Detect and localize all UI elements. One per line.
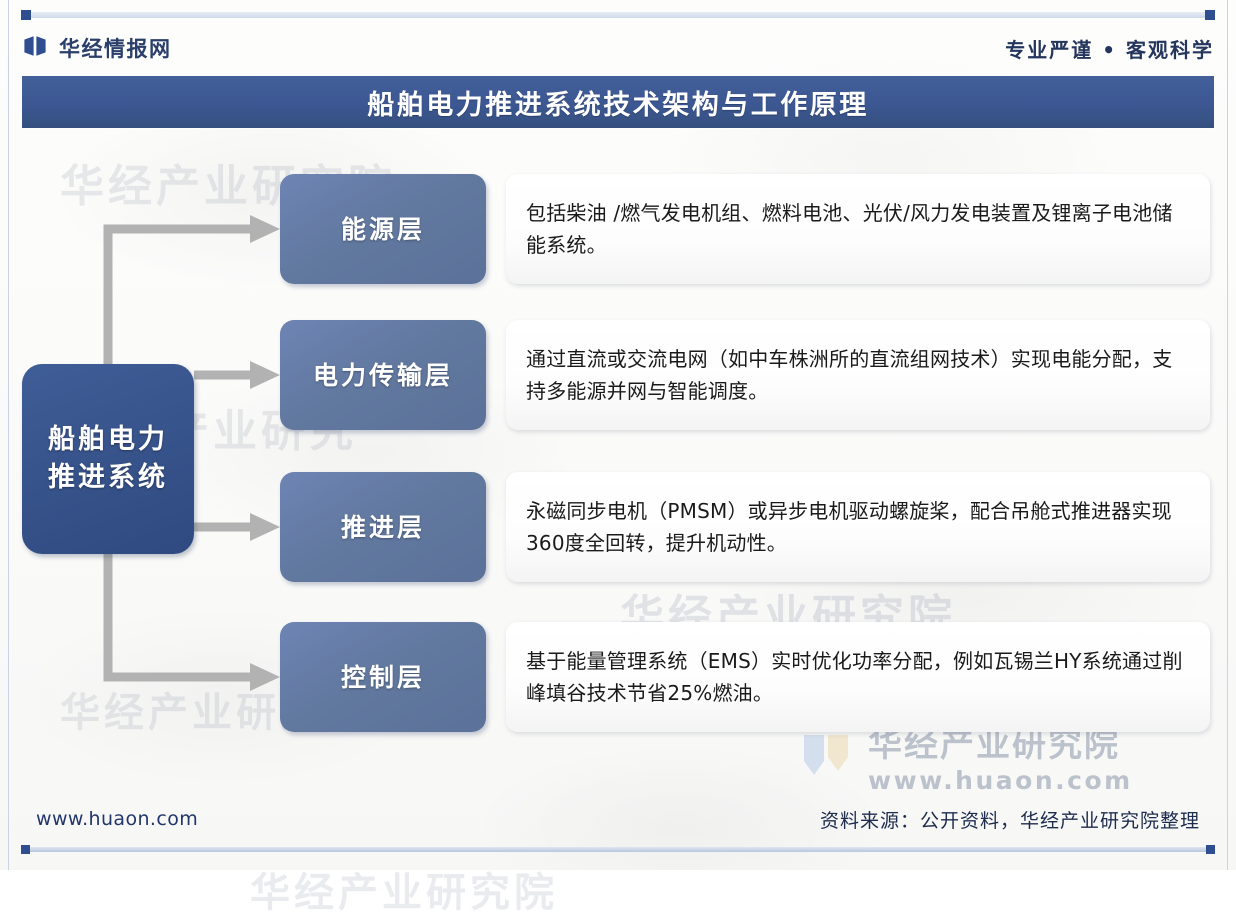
description-box-transmission: 通过直流或交流电网（如中车株洲所的直流组网技术）实现电能分配，支持多能源并网与智…: [506, 320, 1210, 430]
page-header: 华经情报网 专业严谨 • 客观科学: [22, 26, 1214, 70]
description-box-energy: 包括柴油 /燃气发电机组、燃料电池、光伏/风力发电装置及锂离子电池储能系统。: [506, 174, 1210, 284]
title-band: 船舶电力推进系统技术架构与工作原理: [22, 76, 1214, 128]
watermark-text: 华经产业研究院: [250, 870, 558, 916]
category-box-transmission[interactable]: 电力传输层: [280, 320, 486, 430]
category-box-energy[interactable]: 能源层: [280, 174, 486, 284]
description-box-control: 基于能量管理系统（EMS）实时优化功率分配，例如瓦锡兰HY系统通过削峰填谷技术节…: [506, 622, 1210, 732]
top-rule: [21, 10, 1215, 20]
right-border-rule: [1227, 0, 1228, 870]
page-footer: www.huaon.com 资料来源：公开资料，华经产业研究院整理: [36, 804, 1200, 834]
open-book-icon: [22, 34, 48, 63]
root-node[interactable]: 船舶电力推进系统: [22, 364, 194, 554]
root-node-label: 船舶电力推进系统: [48, 423, 168, 493]
description-text: 包括柴油 /燃气发电机组、燃料电池、光伏/风力发电装置及锂离子电池储能系统。: [526, 200, 1173, 257]
brand: 华经情报网: [22, 33, 172, 63]
description-text: 永磁同步电机（PMSM）或异步电机驱动螺旋桨，配合吊舱式推进器实现360度全回转…: [526, 498, 1172, 555]
category-box-propulsion[interactable]: 推进层: [280, 472, 486, 582]
diagram-row: 推进层 永磁同步电机（PMSM）或异步电机驱动螺旋桨，配合吊舱式推进器实现360…: [280, 472, 1210, 582]
description-box-propulsion: 永磁同步电机（PMSM）或异步电机驱动螺旋桨，配合吊舱式推进器实现360度全回转…: [506, 472, 1210, 582]
category-label: 能源层: [340, 214, 425, 244]
diagram-row: 能源层 包括柴油 /燃气发电机组、燃料电池、光伏/风力发电装置及锂离子电池储能系…: [280, 174, 1210, 284]
footer-url[interactable]: www.huaon.com: [36, 808, 199, 830]
category-box-control[interactable]: 控制层: [280, 622, 486, 732]
left-border-rule: [8, 0, 9, 870]
brand-name: 华经情报网: [59, 37, 172, 61]
diagram-row: 控制层 基于能量管理系统（EMS）实时优化功率分配，例如瓦锡兰HY系统通过削峰填…: [280, 622, 1210, 732]
category-label: 控制层: [340, 662, 425, 692]
bottom-rule: [21, 845, 1215, 854]
description-text: 基于能量管理系统（EMS）实时优化功率分配，例如瓦锡兰HY系统通过削峰填谷技术节…: [526, 648, 1183, 705]
description-text: 通过直流或交流电网（如中车株洲所的直流组网技术）实现电能分配，支持多能源并网与智…: [526, 346, 1173, 403]
diagram-row: 电力传输层 通过直流或交流电网（如中车株洲所的直流组网技术）实现电能分配，支持多…: [280, 320, 1210, 430]
connector-lines: [103, 215, 280, 691]
category-label: 推进层: [340, 512, 425, 542]
header-slogan: 专业严谨 • 客观科学: [1005, 37, 1214, 62]
footer-source: 资料来源：公开资料，华经产业研究院整理: [819, 809, 1200, 832]
diagram: 船舶电力推进系统 能源层 包括柴油 /燃气发电机组、燃料电池、光伏/风力发电装置…: [0, 128, 1236, 808]
page-title: 船舶电力推进系统技术架构与工作原理: [367, 89, 869, 121]
category-label: 电力传输层: [312, 360, 453, 390]
